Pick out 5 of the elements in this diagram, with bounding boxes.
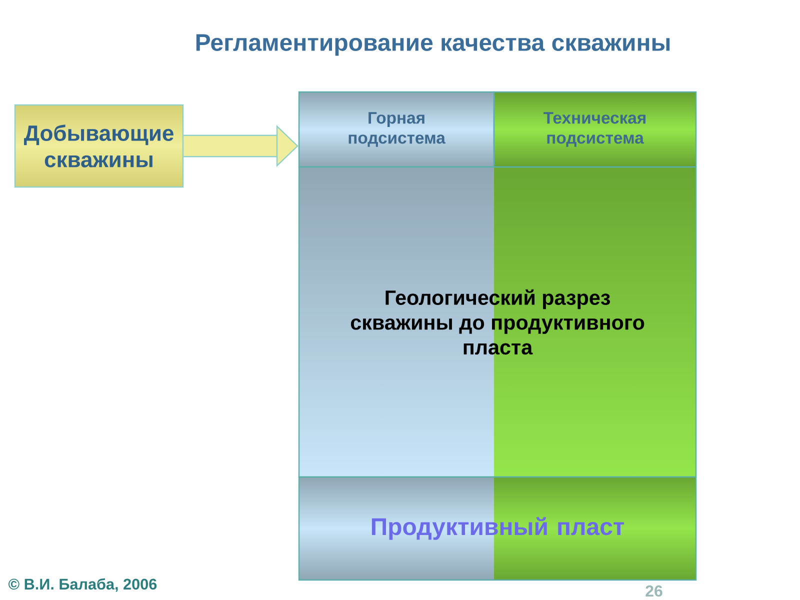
header-cell: Горная подсистема xyxy=(298,91,495,168)
copyright-note: © В.И. Балаба, 2006 xyxy=(8,578,157,592)
header-cell: Техническая подсистема xyxy=(493,91,697,168)
title: Регламентирование качества скважины xyxy=(196,34,670,56)
label-box: Добывающие скважины xyxy=(14,104,184,188)
